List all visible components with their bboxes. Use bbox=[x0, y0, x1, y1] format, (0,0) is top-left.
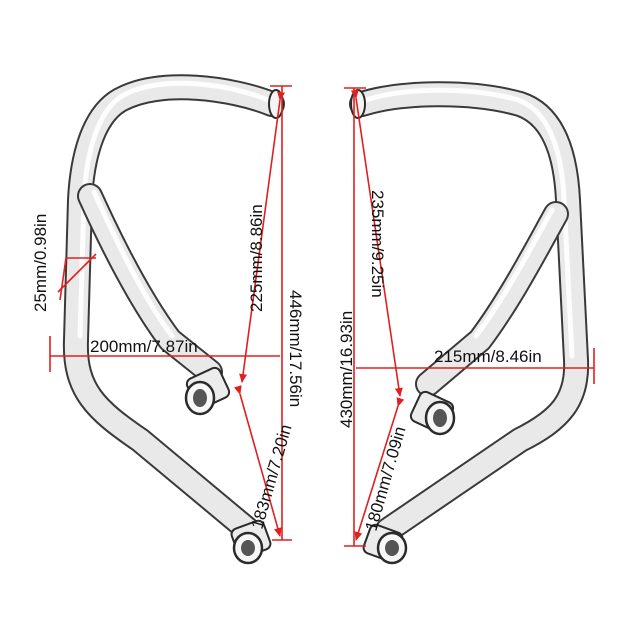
right-width-label: 215mm/8.46in bbox=[434, 347, 542, 366]
left-height-label: 446mm/17.56in bbox=[286, 290, 305, 407]
right-upper-mount bbox=[409, 390, 456, 436]
left-tube-diameter-dim: 25mm/0.98in bbox=[31, 214, 97, 312]
left-upper-mount bbox=[184, 366, 231, 416]
right-upper-diagonal-dim: 235mm/9.25in bbox=[350, 89, 403, 397]
right-width-dim: 215mm/8.46in bbox=[356, 347, 595, 384]
left-crash-bar bbox=[62, 74, 285, 565]
left-upper-diagonal-label: 225mm/8.86in bbox=[247, 204, 266, 312]
right-upper-diagonal-label: 235mm/9.25in bbox=[368, 190, 387, 298]
left-width-label: 200mm/7.87in bbox=[90, 337, 198, 356]
left-tube-diameter-label: 25mm/0.98in bbox=[31, 214, 50, 312]
left-lower-diagonal-label: 183mm/7.20in bbox=[248, 422, 296, 531]
left-height-dim: 446mm/17.56in bbox=[270, 85, 305, 541]
left-upper-diagonal-dim: 225mm/8.86in bbox=[239, 91, 286, 383]
right-height-dim: 430mm/16.93in bbox=[337, 87, 366, 547]
right-height-label: 430mm/16.93in bbox=[337, 311, 356, 428]
